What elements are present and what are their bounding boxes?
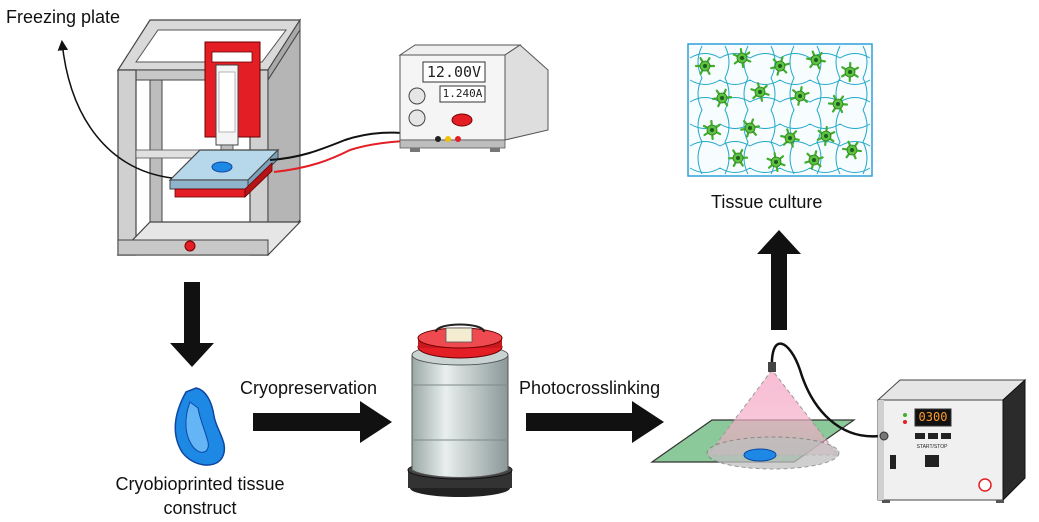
fiber-horizontal	[689, 53, 871, 59]
current-knob	[408, 109, 426, 127]
uv-warning-badge	[978, 478, 992, 492]
fiber-horizontal	[689, 123, 871, 129]
cell	[840, 61, 860, 83]
light-guide-cable	[770, 342, 881, 438]
construct-under-uv	[743, 448, 777, 462]
cell	[732, 47, 752, 69]
voltage-knob	[408, 87, 426, 105]
start-stop-label: START/STOP	[916, 444, 948, 450]
printer-indicator-light	[184, 240, 196, 252]
label-cryopreservation: Cryopreservation	[240, 378, 378, 398]
label-tissue-culture: Tissue culture	[711, 192, 823, 212]
fiber-horizontal	[689, 167, 871, 173]
cell	[770, 56, 790, 76]
cell	[727, 148, 749, 168]
arrow-photocrosslinking	[526, 401, 664, 443]
cell	[804, 150, 824, 170]
uv-lamp-button-3	[941, 433, 951, 439]
fiber-vertical	[862, 45, 868, 175]
cryo-dewar	[407, 323, 513, 497]
cell	[806, 50, 826, 70]
freezing-plate-pointer	[57, 39, 173, 179]
tissue-culture-panel	[687, 43, 873, 177]
voltage-display	[422, 61, 486, 83]
fiber-vertical	[743, 45, 749, 175]
fiber-horizontal	[689, 141, 871, 147]
power-button	[451, 113, 473, 127]
cell	[827, 94, 849, 114]
terminal-yellow	[445, 136, 451, 142]
bioprinter	[57, 18, 302, 257]
cell	[711, 88, 733, 108]
cell	[740, 118, 760, 138]
fiber-vertical	[724, 45, 730, 175]
fiber-vertical	[697, 45, 703, 175]
label-construct-line2: construct	[163, 498, 237, 518]
cell	[766, 152, 786, 172]
current-display	[439, 85, 486, 103]
cell	[780, 128, 800, 148]
uv-lamp-button-2	[928, 433, 938, 439]
label-photocrosslinking: Photocrosslinking	[519, 378, 661, 398]
dc-power-supply	[398, 44, 549, 152]
uv-lamp-display-readout: 0300	[918, 410, 948, 424]
arrow-up-to-tissue-culture	[757, 230, 801, 330]
cell	[816, 125, 836, 147]
terminal-red	[455, 136, 461, 142]
fiber-horizontal	[689, 79, 871, 85]
cell	[702, 119, 722, 141]
power-supply-current-readout: 1.240A	[442, 87, 483, 100]
hydrogel-fibers	[689, 45, 871, 175]
uv-lamp-button-1	[915, 433, 925, 439]
start-stop-button	[925, 455, 939, 467]
cell	[790, 86, 810, 106]
cell	[841, 140, 863, 160]
dewar-lid-label	[445, 327, 473, 343]
uv-lamp-power-switch	[890, 455, 896, 469]
arrow-cryopreservation	[253, 401, 392, 443]
flow-arrows	[170, 230, 801, 443]
photocrosslinking-setup	[650, 342, 1027, 503]
fiber-vertical	[789, 45, 795, 175]
printed-construct	[211, 161, 233, 173]
ear-construct	[174, 387, 226, 466]
label-freezing-plate: Freezing plate	[6, 7, 121, 27]
label-construct-line1: Cryobioprinted tissue	[115, 474, 285, 494]
power-supply-voltage-readout: 12.00V	[426, 63, 482, 81]
cell	[750, 82, 770, 102]
cells	[694, 47, 863, 172]
arrow-down-printer-to-construct	[170, 282, 214, 367]
terminal-black	[435, 136, 441, 142]
fiber-vertical	[770, 45, 776, 175]
uv-lamp-display	[914, 408, 952, 427]
cell	[694, 57, 716, 75]
